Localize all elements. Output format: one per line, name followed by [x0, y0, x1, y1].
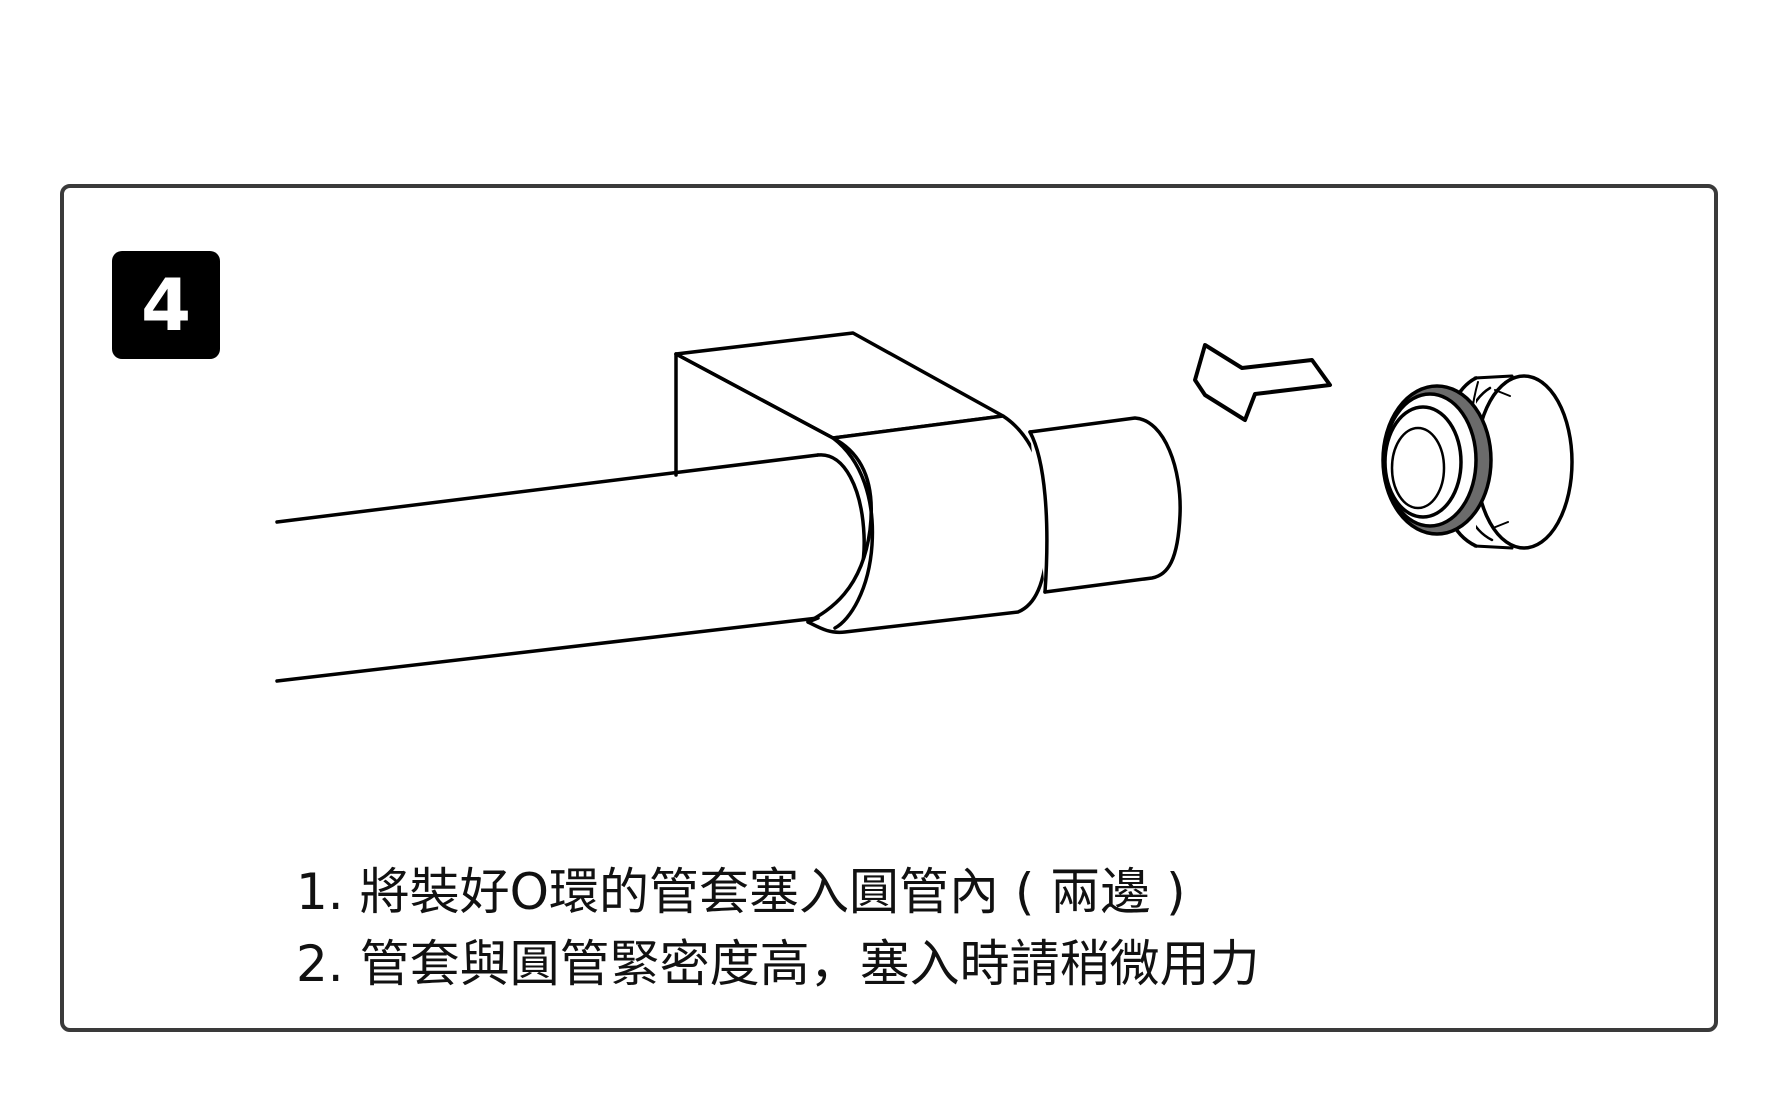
instruction-text: 1. 將裝好O環的管套塞入圓管內 ( 兩邊 ) 2. 管套與圓管緊密度高，塞入時…: [296, 856, 1496, 1000]
inner-tube-icon: [1028, 416, 1182, 594]
arrow-left-icon: [1193, 343, 1332, 422]
instruction-line-1: 1. 將裝好O環的管套塞入圓管內 ( 兩邊 ): [296, 863, 1186, 921]
sleeve-icon: [806, 414, 1051, 635]
plug-head-icon: [1383, 405, 1463, 519]
rod-icon: [275, 453, 820, 683]
instruction-line-2: 2. 管套與圓管緊密度高，塞入時請稍微用力: [296, 935, 1260, 993]
step-number-badge: 4: [112, 251, 220, 359]
